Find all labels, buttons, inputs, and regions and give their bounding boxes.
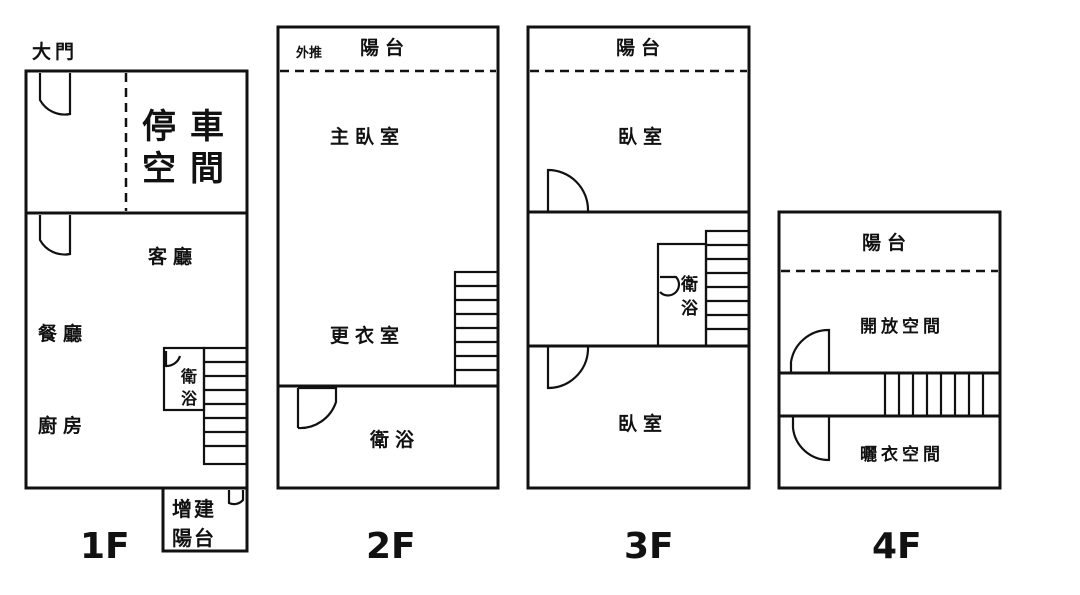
bedroom-lower-label: 臥室	[618, 412, 668, 435]
kitchen-label: 廚房	[38, 414, 88, 437]
floor-label-2f: 2F	[366, 526, 416, 567]
door-bath-2f-icon	[296, 386, 338, 430]
door-open-space-icon	[789, 328, 831, 373]
floor-plan-1f: 大門 停車 空間 客廳 餐廳 廚房 衛 浴 增建 陽台 1F	[24, 40, 249, 567]
balcony-4f-label: 陽台	[862, 231, 912, 254]
stairs-2f	[453, 270, 500, 388]
door-bedroom-upper-icon	[546, 168, 590, 212]
bath-3f-label-line1: 衛	[680, 274, 698, 295]
floor-plan-4f: 陽台 開放空間 曬衣空間 4F	[777, 210, 1002, 567]
balcony-3f-label: 陽台	[616, 36, 666, 59]
dressing-room-label: 更衣室	[330, 324, 405, 347]
stairs-1f	[202, 346, 249, 466]
balcony-2f-label: 陽台	[360, 36, 410, 59]
door-ext-balcony-icon	[227, 490, 245, 506]
ext-balcony-outline	[161, 486, 249, 553]
bath-3f-label-line2: 浴	[681, 298, 699, 319]
stairs-4f	[883, 371, 1002, 418]
door-bath-3f-icon	[659, 275, 681, 297]
bath-1f-label-line2: 浴	[181, 389, 198, 408]
door-living-icon	[38, 215, 72, 256]
bathroom-2f-label: 衛浴	[369, 428, 420, 451]
ext-balcony-label-line2: 陽台	[172, 526, 216, 550]
living-room-label: 客廳	[148, 245, 198, 268]
bath-1f-label-line1: 衛	[180, 367, 197, 386]
master-bedroom-label: 主臥室	[330, 125, 405, 148]
floor-label-3f: 3F	[624, 526, 674, 567]
door-main-icon	[38, 73, 72, 116]
floor-label-1f: 1F	[80, 526, 130, 567]
floor-4f-outline	[777, 210, 1002, 490]
bedroom-upper-label: 臥室	[618, 125, 668, 148]
door-bedroom-lower-icon	[546, 346, 590, 390]
dining-room-label: 餐廳	[38, 322, 88, 345]
laundry-space-label: 曬衣空間	[860, 444, 944, 465]
floor-plan-2f: 外推 陽台 主臥室 更衣室 衛浴 2F	[276, 25, 500, 567]
floor-plan-3f: 陽台 臥室 衛 浴 臥室 3F	[526, 25, 751, 567]
main-door-label: 大門	[32, 40, 78, 63]
stairs-3f	[704, 229, 751, 348]
floor-label-4f: 4F	[872, 526, 922, 567]
push-out-label: 外推	[295, 45, 322, 61]
floor-1f-outline	[24, 69, 249, 490]
parking-label-line1: 停車	[142, 107, 238, 147]
door-bath-1f-icon	[164, 351, 182, 368]
open-space-label: 開放空間	[860, 316, 944, 337]
door-laundry-space-icon	[791, 416, 831, 462]
ext-balcony-label-line1: 增建	[172, 497, 216, 521]
parking-label-line2: 空間	[142, 149, 238, 189]
floor-2f-outline	[276, 25, 500, 490]
